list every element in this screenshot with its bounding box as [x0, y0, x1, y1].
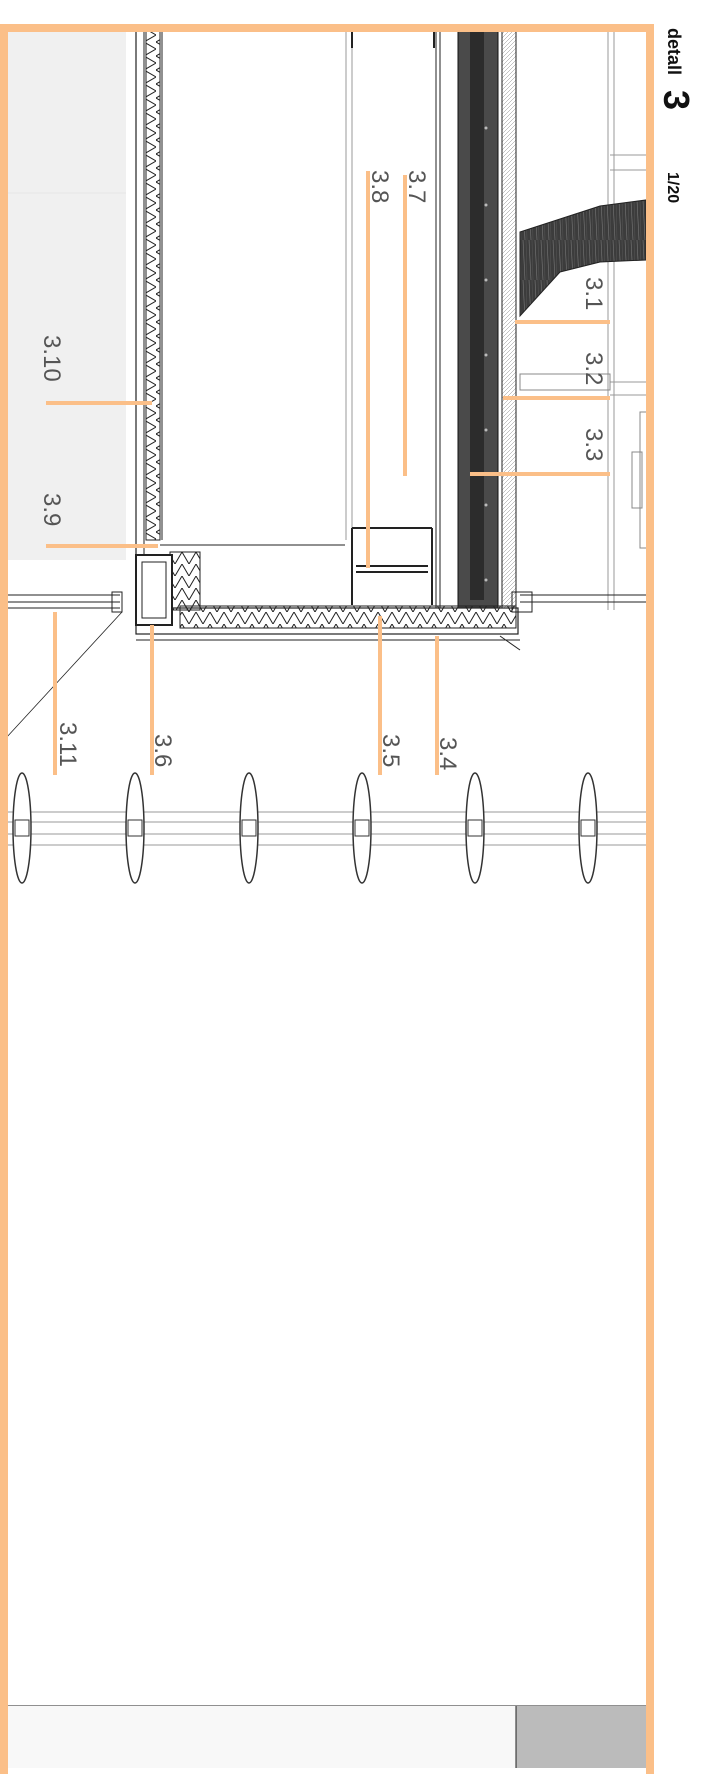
dark-panel-inner	[470, 30, 484, 600]
bottom-strip-left	[6, 1706, 516, 1768]
louvre-blade-5	[465, 772, 485, 884]
glazing-clip-right	[511, 591, 533, 613]
louvre-blade-4	[352, 772, 372, 884]
wall-insulation-strip	[145, 29, 161, 541]
glazing-clip-left	[111, 591, 123, 613]
slab-flashing	[499, 635, 521, 651]
title-scale: 1/20	[664, 172, 681, 203]
callout-3-10: 3.10	[38, 335, 65, 382]
slab-insulation	[179, 605, 517, 629]
bottom-strip-right	[516, 1706, 646, 1768]
callout-3-2: 3.2	[580, 352, 607, 385]
ceiling-zone	[6, 30, 126, 560]
callout-3-6: 3.6	[149, 734, 176, 767]
frame	[0, 24, 654, 1774]
title-word: detall	[664, 28, 684, 75]
exterior-bracket-1	[519, 373, 611, 391]
exterior-bracket-3	[631, 451, 643, 509]
louvre-blade-2	[125, 772, 145, 884]
slab-edge-block	[135, 554, 173, 626]
timber-element	[519, 199, 647, 318]
leader-lines	[46, 171, 610, 775]
callout-3-11: 3.11	[54, 722, 81, 767]
callout-3-7: 3.7	[403, 170, 430, 203]
steel-beam	[351, 527, 433, 605]
slab-edge-insulation	[169, 551, 201, 611]
glazing-diagonal	[5, 611, 123, 739]
callout-3-1: 3.1	[580, 277, 607, 310]
callout-3-5: 3.5	[377, 734, 404, 767]
callout-3-4: 3.4	[434, 737, 461, 770]
callout-3-8: 3.8	[366, 170, 393, 203]
callout-3-3: 3.3	[580, 428, 607, 461]
louvre-blade-6	[578, 772, 598, 884]
facade-hatch-layer	[501, 29, 517, 611]
slab-edge-block-inner	[141, 561, 167, 619]
louvre-blade-1	[12, 772, 32, 884]
title-number: 3	[656, 90, 697, 110]
callout-3-9: 3.9	[38, 493, 65, 526]
louvre-blade-3	[239, 772, 259, 884]
panel-bolts	[484, 126, 488, 582]
